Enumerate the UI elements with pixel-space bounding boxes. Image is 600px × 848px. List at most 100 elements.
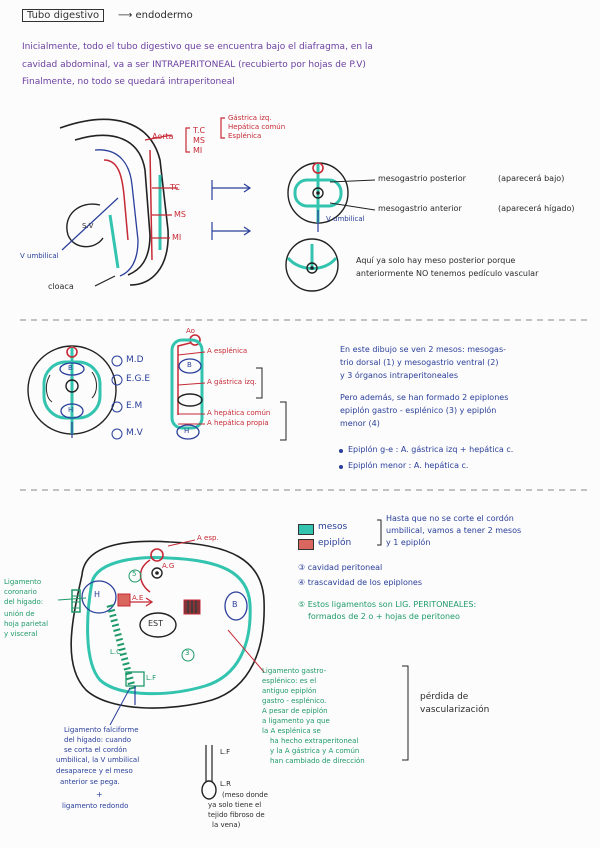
item-ligamentos-hojas: formados de 2 o + hojas de peritoneo	[308, 612, 460, 621]
section2-text-5: epiplón gastro - esplénico (3) y epiplón	[340, 406, 497, 415]
md-label: M.D	[126, 355, 144, 365]
epiplon-ge-bullet: Epiplón g-e : A. gástrica izq + hepática…	[348, 445, 514, 454]
legend-epiplon-label: epiplón	[318, 538, 352, 548]
ms-label: MS	[193, 136, 205, 145]
falciforme-note-1: Ligamento falciforme	[64, 726, 139, 734]
section2-text-3: y 3 órganos intraperitoneales	[340, 371, 458, 380]
gastroesplenico-note-5: A pesar de epiplón	[262, 707, 328, 715]
lr-note-4: la vena)	[212, 821, 241, 829]
mi-side-label: MI	[172, 233, 182, 242]
mesogastrio-posterior-label: mesogastrio posterior	[378, 174, 466, 183]
lf-label: L.F	[146, 674, 157, 682]
perdida-label-1: pérdida de	[420, 692, 469, 702]
gastroesplenico-note-10: han cambiado de dirección	[270, 757, 365, 765]
ao-label: Ao	[186, 327, 195, 335]
coronario-note-1: Ligamento	[4, 578, 42, 586]
lr-small-label: L.R	[220, 780, 231, 788]
a-esp-label: A esp.	[197, 534, 219, 542]
coronario-note-3: del hígado:	[4, 598, 44, 606]
section2-text-4: Pero además, se han formado 2 epiplones	[340, 393, 509, 402]
em-label: E.M	[126, 401, 143, 411]
ag-label: A.G	[162, 562, 175, 570]
lr-note-1: (meso donde	[222, 791, 268, 799]
cloaca-label: cloaca	[48, 282, 74, 291]
section2-text-2: trio dorsal (1) y mesogastrio ventral (2…	[340, 358, 499, 367]
falciforme-note-2: del hígado: cuando	[64, 736, 132, 744]
tc-side-label: TC	[170, 183, 181, 192]
num-3-label: 3	[185, 649, 190, 657]
gastroesplenico-note-2: esplénico: es el	[262, 677, 317, 685]
a-hepatica-comun-label: A hepática común	[207, 409, 271, 417]
lr-note-2: ya solo tiene el	[208, 801, 262, 809]
gastroesplenico-note-4: gastro - esplénico.	[262, 697, 327, 705]
stomach-est-label: EST	[148, 619, 164, 628]
coronario-note-4: unión de	[4, 610, 35, 618]
mesogastrio-anterior-label: mesogastrio anterior	[378, 204, 462, 213]
item-trascavidad: ④ trascavidad de los epiplones	[298, 578, 423, 587]
lf-small-label: L.F	[220, 748, 231, 756]
lr-note-3: tejido fibroso de	[208, 811, 265, 819]
a-esplenica-label: A esplénica	[207, 347, 248, 355]
topic-title: Tubo digestivo	[27, 10, 100, 21]
section2-text-6: menor (4)	[340, 419, 380, 428]
tc-label: T.C	[193, 126, 206, 135]
sv-label: S.V	[82, 222, 94, 230]
liver-h-label: H	[94, 590, 101, 599]
ege-label: E.G.E	[126, 374, 151, 384]
v-umbilical-label: V umbilical	[20, 252, 59, 260]
falciforme-note-3: se corta el cordón	[64, 746, 127, 754]
organ-b-right-label: B	[187, 361, 192, 369]
gastroesplenico-note-9: y la A gástrica y A común	[270, 747, 360, 755]
aparece-bajo-label: (aparecerá bajo)	[498, 174, 565, 183]
arrow-icon: ⟶	[118, 10, 136, 21]
branch-hepatica: Hepática común	[228, 123, 286, 131]
endodermo-label: endodermo	[135, 10, 193, 21]
mi-label: MI	[193, 146, 203, 155]
plus-sign: +	[96, 790, 103, 799]
falciforme-note-4: umbilical, la V umbilical	[56, 756, 140, 764]
item-ligamentos-peritoneales: ⑤ Estos ligamentos son LIG. PERITONEALES…	[298, 600, 477, 609]
arrow-to-endodermo: ⟶ endodermo	[118, 10, 193, 22]
organ-b-label: B	[68, 364, 73, 372]
gastroesplenico-note-7: la A esplénica se	[262, 727, 321, 735]
v-umbilical-right-label: V umbilical	[326, 215, 365, 223]
branch-esplenica: Esplénica	[228, 132, 262, 140]
section2-text-1: En este dibujo se ven 2 mesos: mesogas-	[340, 345, 506, 354]
intro-line-2: cavidad abdominal, va a ser INTRAPERITON…	[22, 60, 366, 70]
organ-h-right-label: H	[184, 427, 190, 435]
epiplon-swatch	[298, 539, 314, 550]
coronario-note-6: y visceral	[4, 630, 38, 638]
organ-h-label: H	[68, 406, 74, 414]
gastroesplenico-note-6: a ligamento ya que	[262, 717, 330, 725]
spleen-b-label: B	[232, 600, 238, 609]
legend-note-3: y 1 epiplón	[386, 538, 431, 547]
gastroesplenico-note-1: Ligamento gastro-	[262, 667, 327, 675]
legend-mesos-label: mesos	[318, 522, 348, 532]
legend-note-1: Hasta que no se corte el cordón	[386, 514, 514, 523]
falciforme-note-6: anterior se pega.	[60, 778, 120, 786]
mv-label: M.V	[126, 428, 143, 438]
perdida-label-2: vascularización	[420, 705, 490, 715]
legend-note-2: umbilical, vamos a tener 2 mesos	[386, 526, 522, 535]
a-gastrica-izq-label: A gástrica izq.	[207, 378, 257, 386]
meso-note-line-1: Aquí ya solo hay meso posterior porque	[356, 256, 516, 265]
coronario-note-2: coronario	[4, 588, 37, 596]
a-hepatica-propia-label: A hepática propia	[207, 419, 269, 427]
lc-label: L.C	[110, 648, 122, 656]
coronario-note-5: hoja parietal	[4, 620, 49, 628]
falciforme-note-5: desaparece y el meso	[56, 767, 133, 775]
intro-line-3: Finalmente, no todo se quedará intraperi…	[22, 77, 235, 87]
ms-side-label: MS	[174, 210, 186, 219]
ae-label: A.E	[132, 594, 144, 602]
aparece-higado-label: (aparecerá hígado)	[498, 204, 575, 213]
meso-note-line-2: anteriormente NO tenemos pedículo vascul…	[356, 269, 539, 278]
intro-line-1: Inicialmente, todo el tubo digestivo que…	[22, 42, 373, 52]
gastroesplenico-note-3: antiguo epiplón	[262, 687, 317, 695]
branch-gastrica: Gástrica izq.	[228, 114, 272, 122]
ligamento-redondo-label: ligamento redondo	[62, 802, 129, 810]
mesos-swatch	[298, 524, 314, 535]
gastroesplenico-note-8: ha hecho extraperitoneal	[270, 737, 359, 745]
